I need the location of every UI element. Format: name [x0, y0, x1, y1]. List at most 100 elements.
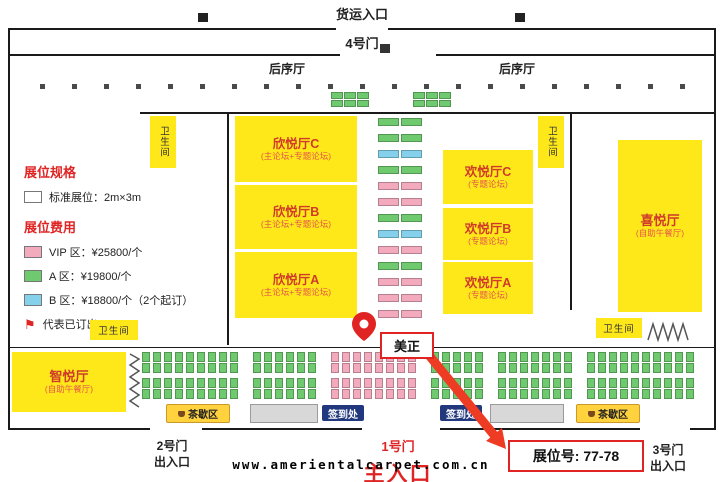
booth-cell [426, 100, 438, 107]
booth-cell [308, 363, 316, 373]
hall-huanyue-c: 欢悦厅C (专题论坛) [443, 150, 533, 204]
restroom-bottom-right: 卫生间 [596, 318, 642, 338]
booth-cell [453, 378, 461, 388]
booth-cell [364, 352, 372, 362]
booth-cell [498, 363, 506, 373]
booth-cell [401, 230, 422, 238]
booth-cell [331, 100, 343, 107]
hall-huanyue-b: 欢悦厅B (专题论坛) [443, 208, 533, 260]
hall-subtitle: (自助午餐厅) [635, 228, 685, 239]
booth-cell [408, 389, 416, 399]
tea-break-label: 茶歇区 [188, 410, 218, 421]
booth-cell [464, 389, 472, 399]
booth-cell [401, 118, 422, 126]
booth-cell [531, 378, 539, 388]
pillar-marker [232, 84, 237, 89]
booth-cell [142, 352, 150, 362]
tea-break-label: 茶歇区 [598, 410, 628, 421]
booth-cell [542, 389, 550, 399]
booth-cell [286, 352, 294, 362]
booth-cell [675, 352, 683, 362]
wall [570, 112, 572, 310]
booth-cell [620, 352, 628, 362]
vip-swatch [24, 246, 42, 258]
hall-subtitle: (主论坛+专题论坛) [260, 287, 332, 297]
booth-cell [413, 100, 425, 107]
booth-cell [331, 378, 339, 388]
booth-cell [686, 389, 694, 399]
gate1-label: 1号门 [381, 439, 415, 454]
booth-cell [386, 378, 394, 388]
booth-cell [598, 378, 606, 388]
booth-cell [378, 198, 399, 206]
pillar-marker [648, 84, 653, 89]
watermark: www.amerientalcarpet.com.cn [232, 457, 490, 472]
hall-huanyue-a: 欢悦厅A (专题论坛) [443, 262, 533, 314]
booth-cell [331, 363, 339, 373]
restroom-top-right: 卫生间 [538, 116, 564, 168]
booth-cell [431, 378, 439, 388]
legend-spec-title: 展位规格 [24, 165, 77, 180]
booth-cell [264, 389, 272, 399]
hall-subtitle: (专题论坛) [468, 179, 508, 189]
restroom-top-left: 卫生间 [150, 116, 176, 168]
booth-cell [208, 363, 216, 373]
booth-cell [587, 389, 595, 399]
booth-cell [408, 378, 416, 388]
booth-cell [142, 389, 150, 399]
booth-cell [653, 378, 661, 388]
sign-in-right: 签到处 [440, 405, 482, 421]
booth-cell [401, 182, 422, 190]
booth-cell [364, 363, 372, 373]
wall [8, 54, 340, 56]
booth-cell [378, 150, 399, 158]
pillar-marker [584, 84, 589, 89]
pillar-marker [488, 84, 493, 89]
booth-cell [297, 363, 305, 373]
legend-fee-a-row: A 区：¥19800/个 [24, 268, 224, 284]
booth-cell [378, 310, 399, 318]
booth-cell [230, 352, 238, 362]
b-zone-swatch [24, 294, 42, 306]
booth-cell [442, 363, 450, 373]
coffee-cup-icon [588, 410, 595, 417]
booth-cell [297, 378, 305, 388]
hall-name: 欣悦厅B [272, 204, 320, 219]
booth-cell [308, 389, 316, 399]
pillar-marker [392, 84, 397, 89]
booth-cell [386, 389, 394, 399]
booth-cell [378, 230, 399, 238]
booth-cell [275, 378, 283, 388]
booth-cell [686, 363, 694, 373]
booth-cell [219, 378, 227, 388]
booth-cell [375, 378, 383, 388]
hall-xinyue-c: 欣悦厅C (主论坛+专题论坛) [235, 116, 357, 182]
booth-cell [186, 352, 194, 362]
booth-cell [587, 363, 595, 373]
booth-cell [186, 363, 194, 373]
booth-cell [253, 363, 261, 373]
booth-cell [153, 389, 161, 399]
booth-cell [453, 389, 461, 399]
booth-cell [401, 278, 422, 286]
legend: 展位规格 标准展位：2m×3m 展位费用 VIP 区：¥25800/个 A 区：… [24, 150, 224, 340]
booth-cell [664, 389, 672, 399]
booth-cell [378, 134, 399, 142]
restroom-bottom-left: 卫生间 [90, 320, 138, 340]
booth-cell [197, 363, 205, 373]
booth-cell [664, 378, 672, 388]
hall-subtitle: (主论坛+专题论坛) [260, 219, 332, 229]
booth-cell [208, 389, 216, 399]
booth-cell [397, 389, 405, 399]
booth-cell [386, 363, 394, 373]
cargo-entrance-label: 货运入口 [335, 7, 388, 22]
hall-subtitle: (自助午餐厅) [44, 384, 94, 395]
booth-cell [175, 378, 183, 388]
booth-number-label: 展位号: 77-78 [532, 448, 620, 464]
booth-cell [208, 352, 216, 362]
hall-xiyue: 喜悦厅 (自助午餐厅) [618, 140, 702, 312]
booth-cell [426, 92, 438, 99]
sign-in-label: 签到处 [328, 409, 358, 421]
legend-booked-row: ⚑ 代表已订出 [24, 316, 224, 332]
